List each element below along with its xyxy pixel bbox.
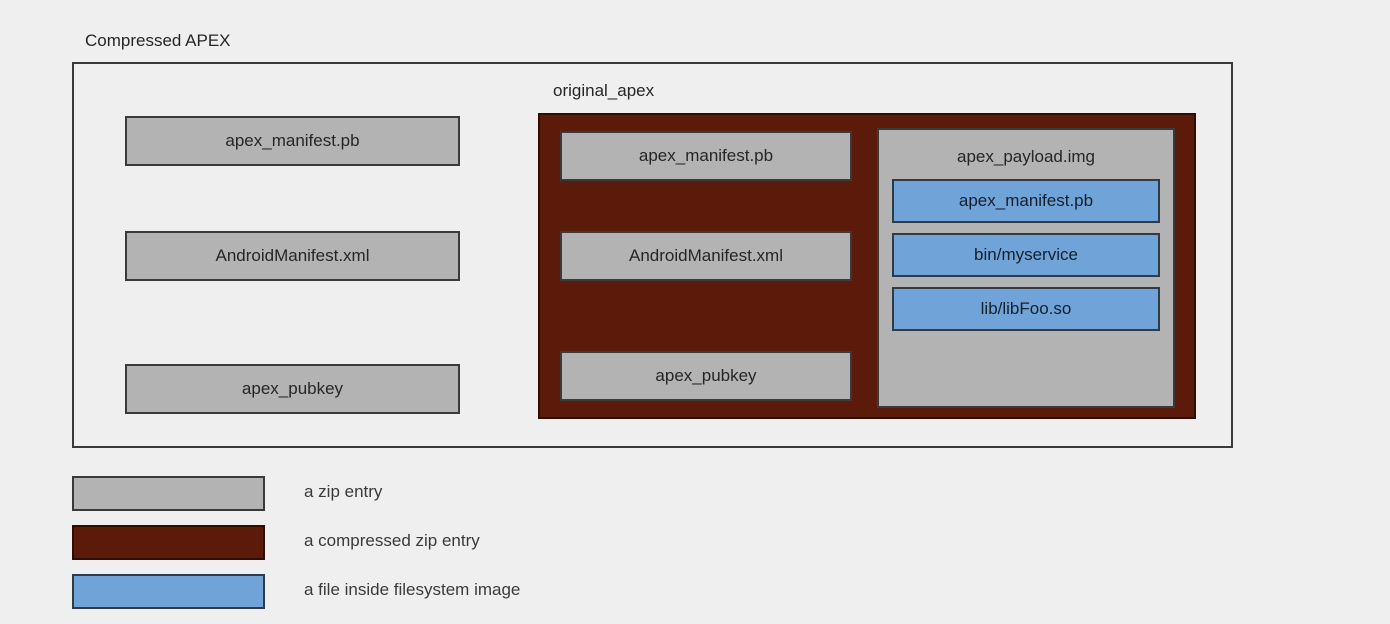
zip-entry-androidmanifest-xml: AndroidManifest.xml — [125, 231, 460, 281]
filesystem-file-bin-myservice: bin/myservice — [892, 233, 1160, 277]
legend: a zip entry a compressed zip entry a fil… — [72, 476, 772, 623]
legend-label-zip-entry: a zip entry — [304, 482, 383, 501]
apex-payload-img-label: apex_payload.img — [957, 147, 1095, 166]
filesystem-file-lib-libfoo-so: lib/libFoo.so — [892, 287, 1160, 331]
legend-item-compressed-zip-entry: a compressed zip entry — [72, 525, 772, 574]
inner-zip-entry-apex-manifest-pb: apex_manifest.pb — [560, 131, 852, 181]
original-apex-title: original_apex — [553, 81, 655, 100]
zip-entry-apex-payload-img: apex_payload.img apex_manifest.pb bin/my… — [877, 128, 1175, 408]
filesystem-file-apex-manifest-pb: apex_manifest.pb — [892, 179, 1160, 223]
legend-swatch-zip-entry — [72, 476, 265, 511]
compressed-apex-container — [72, 62, 1233, 448]
compressed-zip-entry-original-apex: apex_manifest.pb AndroidManifest.xml ape… — [538, 113, 1196, 419]
inner-zip-entry-androidmanifest-xml: AndroidManifest.xml — [560, 231, 852, 281]
legend-swatch-filesystem-file — [72, 574, 265, 609]
zip-entry-apex-manifest-pb: apex_manifest.pb — [125, 116, 460, 166]
compressed-apex-title: Compressed APEX — [85, 31, 231, 50]
legend-label-compressed-zip-entry: a compressed zip entry — [304, 531, 480, 550]
zip-entry-apex-pubkey: apex_pubkey — [125, 364, 460, 414]
legend-item-zip-entry: a zip entry — [72, 476, 772, 525]
legend-label-filesystem-file: a file inside filesystem image — [304, 580, 521, 599]
legend-swatch-compressed-zip-entry — [72, 525, 265, 560]
legend-item-filesystem-file: a file inside filesystem image — [72, 574, 772, 623]
inner-zip-entry-apex-pubkey: apex_pubkey — [560, 351, 852, 401]
